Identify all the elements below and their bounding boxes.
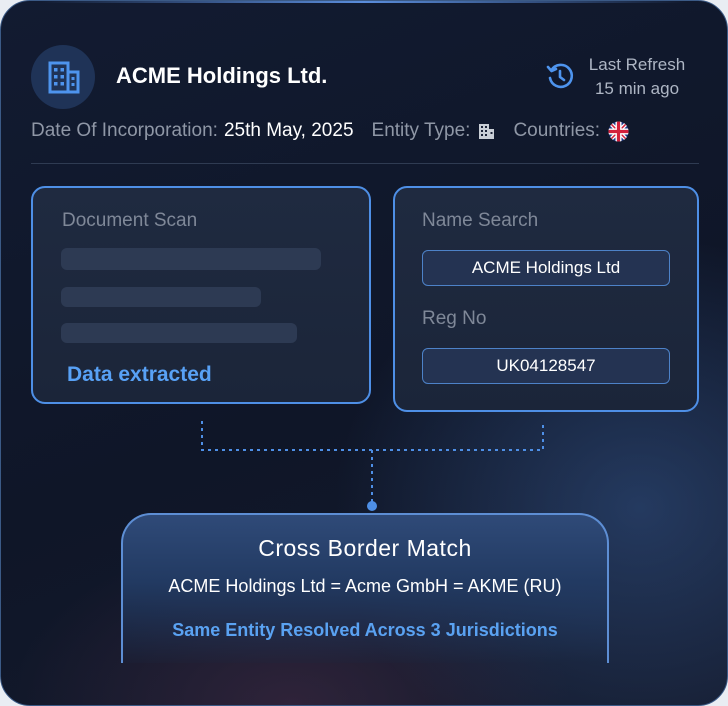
reg-no-field[interactable]: UK04128547	[422, 348, 670, 384]
match-result: Same Entity Resolved Across 3 Jurisdicti…	[172, 620, 558, 640]
skeleton-line	[61, 287, 261, 307]
building-icon	[48, 61, 80, 94]
company-name-field[interactable]: ACME Holdings Ltd	[422, 250, 670, 286]
company-name: ACME Holdings Ltd.	[116, 63, 328, 88]
header-divider	[31, 163, 699, 164]
document-scan-title: Document Scan	[62, 210, 198, 231]
entity-type-label: Entity Type:	[371, 120, 471, 141]
skeleton-line	[61, 323, 297, 343]
match-title: Cross Border Match	[258, 535, 472, 561]
name-search-title: Name Search	[422, 210, 539, 231]
building-icon	[479, 123, 495, 139]
extraction-status: Data extracted	[67, 363, 212, 386]
company-logo	[31, 45, 95, 109]
document-scan-panel: Document Scan Data extracted	[31, 186, 371, 404]
history-icon[interactable]	[545, 61, 575, 91]
uk-flag-icon	[608, 121, 629, 141]
cross-border-match-panel: Cross Border Match ACME Holdings Ltd = A…	[121, 513, 609, 663]
entity-meta: Date Of Incorporation: 25th May, 2025 En…	[31, 120, 629, 142]
refresh-label: Last Refresh	[588, 55, 686, 74]
refresh-time: 15 min ago	[594, 79, 680, 98]
incorporation-label: Date Of Incorporation:	[31, 120, 218, 141]
incorporation-value: 25th May, 2025	[223, 120, 354, 141]
last-refresh: Last Refresh 15 min ago	[583, 53, 691, 101]
skeleton-line	[61, 248, 321, 270]
name-search-panel: Name Search ACME Holdings Ltd Reg No UK0…	[393, 186, 699, 412]
match-connector	[201, 421, 544, 511]
reg-no-label: Reg No	[422, 308, 487, 329]
countries-label: Countries:	[513, 120, 601, 141]
match-equation: ACME Holdings Ltd = Acme GmbH = AKME (RU…	[168, 576, 562, 596]
